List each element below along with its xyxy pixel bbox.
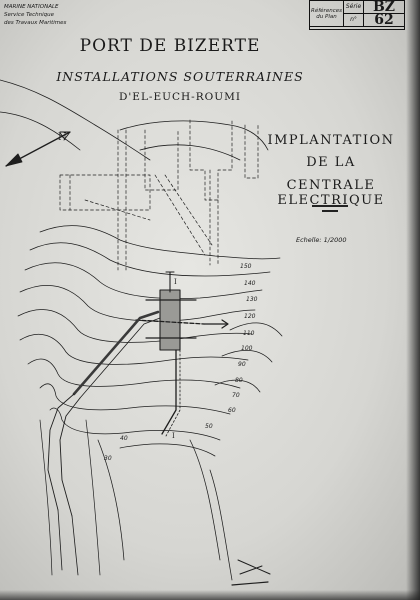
serie-label: Série xyxy=(344,1,364,14)
org-line-2: Service Technique xyxy=(4,12,55,18)
subtitle-line-1: IMPLANTATION xyxy=(267,133,395,148)
contour-label: 150 xyxy=(240,263,252,270)
number-label: n° xyxy=(344,14,364,27)
subtitle-underline-short xyxy=(322,210,338,212)
serie-value: BZ xyxy=(364,0,404,14)
contour-label: 30 xyxy=(104,455,112,462)
contour-label: 40 xyxy=(120,435,128,442)
contour-label: 140 xyxy=(244,280,256,287)
number-value: 62 xyxy=(364,13,404,27)
contour-label: 80 xyxy=(235,377,243,384)
contour-label: 100 xyxy=(241,345,253,352)
north-label: N xyxy=(58,132,67,143)
scale-note: Echelle: 1/2000 xyxy=(296,236,347,244)
section-marker-bottom: I xyxy=(172,432,175,440)
tunnel-outlines xyxy=(59,119,259,271)
contour-label: 110 xyxy=(243,330,255,337)
scan-shadow-bottom xyxy=(0,590,420,600)
contour-labels: 150 140 130 120 110 100 90 80 70 60 50 4… xyxy=(104,263,258,462)
contour-label: 50 xyxy=(205,423,213,430)
north-arrow-icon: N xyxy=(5,131,71,167)
org-line-1: MARINE NATIONALE xyxy=(4,4,59,10)
org-line-3: des Travaux Maritimes xyxy=(4,20,67,26)
contour-label: 120 xyxy=(244,313,256,320)
valley-lines xyxy=(97,439,271,586)
power-station-block xyxy=(159,289,181,351)
title-location: D'EL-EUCH-ROUMI xyxy=(118,91,241,103)
issuing-office: MARINE NATIONALE Service Technique des T… xyxy=(4,3,66,27)
contour-label: 70 xyxy=(232,392,240,399)
scan-shadow-right xyxy=(406,0,420,600)
section-marker-top: I xyxy=(174,278,177,286)
subtitle-line-2: DE LA xyxy=(306,155,356,170)
reference-label: Références du Plan xyxy=(310,1,344,27)
title-installations: INSTALLATIONS SOUTERRAINES xyxy=(56,69,304,84)
contour-label: 90 xyxy=(238,361,246,368)
contour-label: 130 xyxy=(246,296,258,303)
contour-lines xyxy=(17,225,283,457)
subtitle-underline xyxy=(312,205,348,207)
contour-label: 60 xyxy=(228,407,236,414)
access-tunnel xyxy=(39,310,161,576)
terrain-ridges xyxy=(0,79,269,161)
main-title: PORT DE BIZERTE xyxy=(79,36,261,56)
power-station-plan: I I xyxy=(135,271,229,440)
plan-reference-box: Références du Plan Série BZ n° 62 xyxy=(309,0,405,30)
subtitle-line-3: CENTRALE ELECTRIQUE xyxy=(277,178,385,208)
